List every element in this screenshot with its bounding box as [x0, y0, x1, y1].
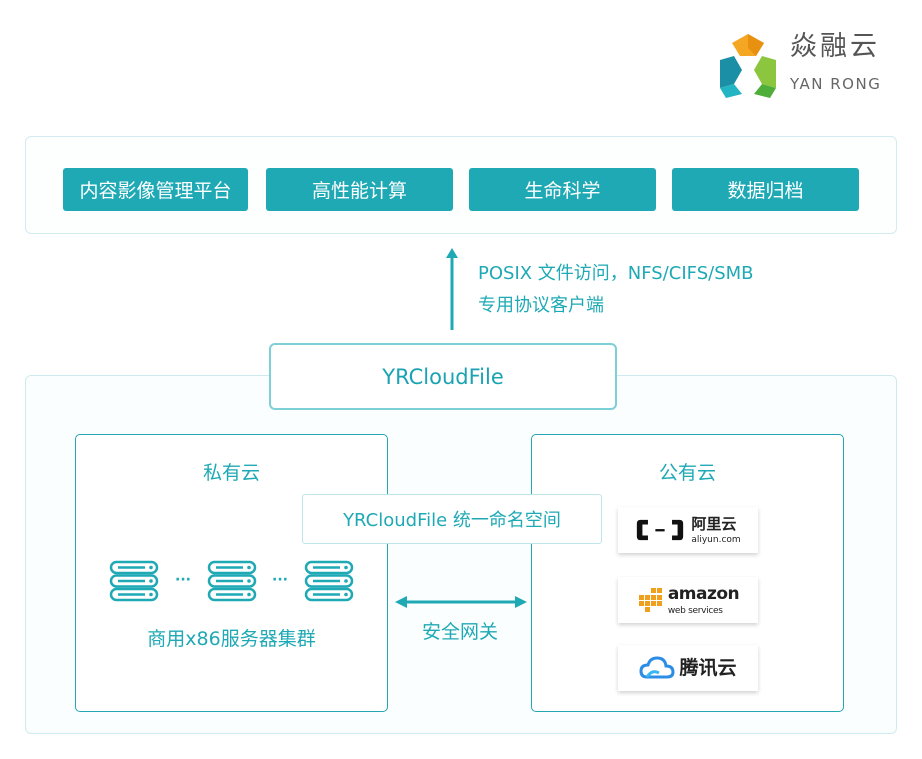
- app-content-imaging[interactable]: 内容影像管理平台: [63, 168, 248, 211]
- vendor-tencent[interactable]: 腾讯云: [618, 645, 758, 691]
- server-stack-icon: [304, 560, 354, 602]
- server-cluster: ··· ···: [109, 560, 354, 602]
- aws-name: amazon: [667, 583, 740, 604]
- protocol-line-2: 专用协议客户端: [478, 295, 604, 316]
- yanrong-logo-icon: [720, 34, 776, 98]
- server-stack-icon: [109, 560, 159, 602]
- ellipsis-2: ···: [272, 572, 288, 588]
- public-cloud-title: 公有云: [658, 462, 716, 484]
- app-hpc[interactable]: 高性能计算: [266, 168, 453, 211]
- aws-sub: web services: [667, 605, 723, 616]
- protocol-line-1: POSIX 文件访问，NFS/CIFS/SMB: [478, 263, 754, 284]
- app-life-science[interactable]: 生命科学: [469, 168, 656, 211]
- aliyun-logo-icon: [637, 519, 684, 541]
- aliyun-name: 阿里云: [691, 514, 737, 533]
- unified-namespace-box[interactable]: YRCloudFile 统一命名空间: [302, 494, 602, 544]
- application-panel: 内容影像管理平台 高性能计算 生命科学 数据归档: [25, 136, 897, 234]
- vendor-aliyun[interactable]: 阿里云 aliyun.com: [618, 507, 758, 553]
- brand-name-cn: 焱融云: [790, 31, 880, 62]
- app-data-archive[interactable]: 数据归档: [672, 168, 859, 211]
- aws-logo-icon: [638, 588, 662, 612]
- protocol-description: POSIX 文件访问，NFS/CIFS/SMB 专用协议客户端: [478, 258, 754, 322]
- aliyun-domain: aliyun.com: [691, 534, 741, 545]
- bidirectional-arrow-icon: [395, 596, 527, 608]
- brand-logo: 焱融云 YAN RONG: [712, 30, 917, 104]
- server-stack-icon: [207, 560, 257, 602]
- brand-name-en: YAN RONG: [790, 75, 882, 93]
- cluster-label: 商用x86服务器集群: [147, 628, 316, 650]
- ellipsis-1: ···: [175, 572, 191, 588]
- yrcloudfile-box[interactable]: YRCloudFile: [269, 343, 617, 410]
- vendor-aws[interactable]: amazon web services: [618, 577, 758, 623]
- tencent-cloud-icon: [639, 656, 675, 679]
- arrow-up-icon: [446, 248, 458, 330]
- tencent-name: 腾讯云: [679, 657, 737, 679]
- public-cloud-box: 公有云 阿里云 aliyun.com amazon web services: [531, 434, 844, 712]
- security-gateway-label: 安全网关: [421, 621, 498, 643]
- private-cloud-title: 私有云: [202, 462, 260, 484]
- private-cloud-box: 私有云 ··· ··· 商用x86服务器集群: [75, 434, 388, 712]
